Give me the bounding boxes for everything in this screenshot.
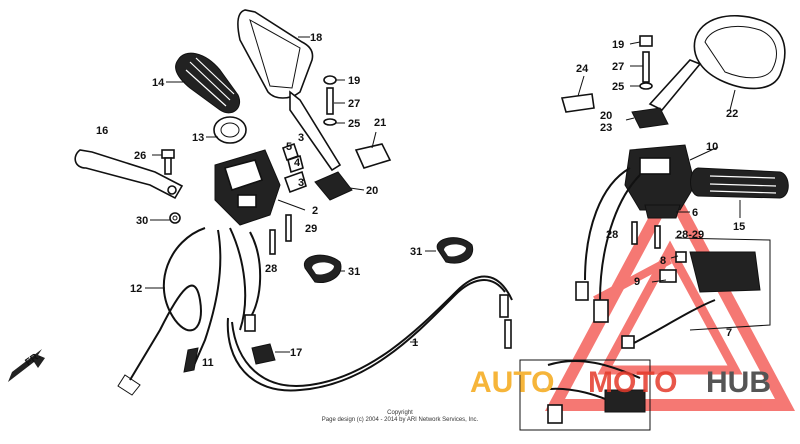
label-31-left: 31 — [348, 266, 360, 278]
copyright-line-2: Page design (c) 2004 - 2014 by ARI Netwo… — [321, 417, 479, 423]
right-grip — [690, 167, 789, 199]
right-switch-housing — [624, 144, 696, 219]
label-6: 6 — [692, 207, 698, 219]
label-14: 14 — [152, 77, 165, 89]
label-27-right: 27 — [612, 61, 624, 73]
label-19-left: 19 — [348, 75, 360, 87]
label-28-29: 28-29 — [676, 229, 704, 241]
watermark-moto: MOTO — [588, 366, 677, 399]
right-mirror — [648, 14, 786, 112]
part-labels: 18 14 13 16 26 30 5 4 3 3 2 29 28 19 27 … — [96, 32, 745, 369]
label-20-right: 20 — [600, 110, 612, 122]
left-switch-housing — [214, 149, 281, 226]
label-9: 9 — [634, 276, 640, 288]
label-29: 29 — [305, 223, 317, 235]
label-16: 16 — [96, 125, 108, 137]
label-3b: 3 — [298, 132, 304, 144]
label-19-right: 19 — [612, 39, 624, 51]
label-5: 5 — [286, 141, 292, 153]
copyright-notice: Copyright Page design (c) 2004 - 2014 by… — [270, 410, 530, 424]
label-12: 12 — [130, 283, 142, 295]
left-mirror — [237, 9, 342, 172]
label-25-left: 25 — [348, 118, 360, 130]
right-screws — [631, 221, 661, 249]
copyright-line-1: Copyright — [387, 410, 413, 416]
label-26: 26 — [134, 150, 146, 162]
clip-31-right — [436, 237, 474, 264]
label-24: 24 — [576, 63, 589, 75]
clip-17 — [251, 343, 276, 365]
grip-end — [213, 116, 247, 144]
label-7: 7 — [726, 327, 732, 339]
label-2: 2 — [312, 205, 318, 217]
label-15: 15 — [733, 221, 745, 233]
label-1: 1 — [412, 337, 418, 349]
leader-lines — [145, 36, 741, 353]
watermark-text: AUTO MOTO HUB — [470, 366, 771, 399]
label-28-left: 28 — [265, 263, 277, 275]
screws-28-29 — [269, 214, 292, 255]
clip-31-left — [303, 254, 342, 284]
label-30: 30 — [136, 215, 148, 227]
lever-bolt — [161, 149, 175, 175]
left-cables — [117, 227, 262, 396]
label-25-right: 25 — [612, 81, 624, 93]
lever-nut — [169, 212, 181, 224]
label-3a: 3 — [298, 177, 304, 189]
watermark-auto: AUTO — [470, 366, 554, 399]
switch-small-parts — [281, 142, 307, 194]
label-31-right: 31 — [410, 246, 422, 258]
label-4: 4 — [294, 157, 301, 169]
box-bracket — [659, 237, 771, 331]
label-18: 18 — [310, 32, 322, 44]
bracket-21 — [354, 143, 392, 169]
throttle-cable — [226, 275, 513, 392]
right-screw-stack — [639, 35, 653, 90]
label-11: 11 — [202, 357, 214, 369]
front-direction-indicator: FR. — [8, 349, 45, 382]
left-grip — [175, 52, 240, 114]
left-screw-stack — [323, 75, 337, 126]
lower-right-connectors — [519, 299, 716, 431]
left-clamp — [314, 171, 353, 201]
label-21: 21 — [374, 117, 386, 129]
right-clamp — [631, 107, 669, 129]
label-10: 10 — [706, 141, 718, 153]
label-17: 17 — [290, 347, 302, 359]
right-wiring — [575, 167, 641, 323]
label-22: 22 — [726, 108, 738, 120]
plate-24 — [560, 93, 595, 113]
clutch-lever — [74, 149, 184, 200]
label-8: 8 — [660, 255, 666, 267]
watermark-logo — [544, 177, 796, 411]
label-28-right: 28 — [606, 229, 618, 241]
label-27-left: 27 — [348, 98, 360, 110]
watermark-hub: HUB — [706, 366, 771, 399]
label-23: 23 — [600, 122, 612, 134]
label-13: 13 — [192, 132, 204, 144]
label-20-left: 20 — [366, 185, 378, 197]
